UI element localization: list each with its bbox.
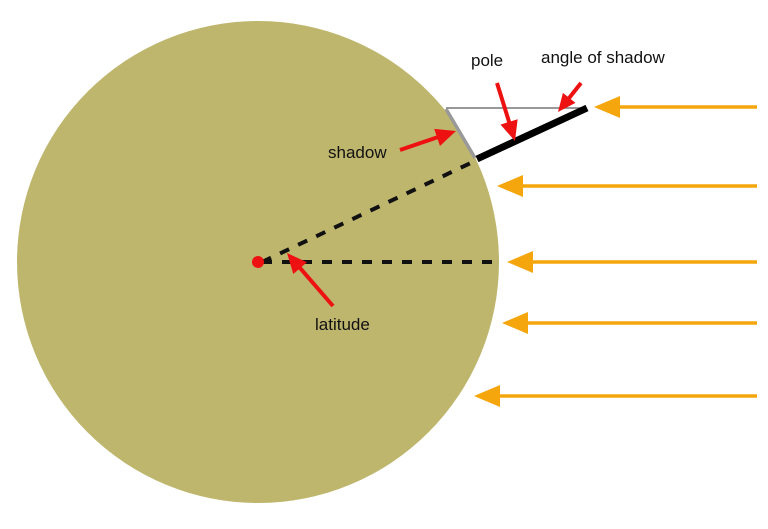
angle-of-shadow-pointer-arrow: [558, 81, 583, 112]
pole: [475, 104, 589, 163]
annotation-arrows: [287, 81, 583, 308]
sun-ray-arrow-5: [474, 385, 757, 407]
shadow-pointer-arrow: [399, 128, 456, 152]
earth-center-dot: [252, 256, 264, 268]
sun-ray-arrow-2: [497, 175, 757, 197]
latitude-label: latitude: [315, 315, 370, 334]
pole-pointer-arrow: [495, 82, 518, 141]
pole-label: pole: [471, 51, 503, 70]
sun-ray-arrow-3: [507, 251, 757, 273]
pole-shadow: [444, 108, 477, 159]
angle-of-shadow-label: angle of shadow: [541, 48, 666, 67]
shadow-label: shadow: [328, 143, 387, 162]
sun-ray-arrow-4: [502, 312, 757, 334]
sun-rays: [474, 96, 757, 407]
latitude-pointer-arrow: [287, 253, 335, 308]
sun-ray-arrow-1: [594, 96, 757, 118]
